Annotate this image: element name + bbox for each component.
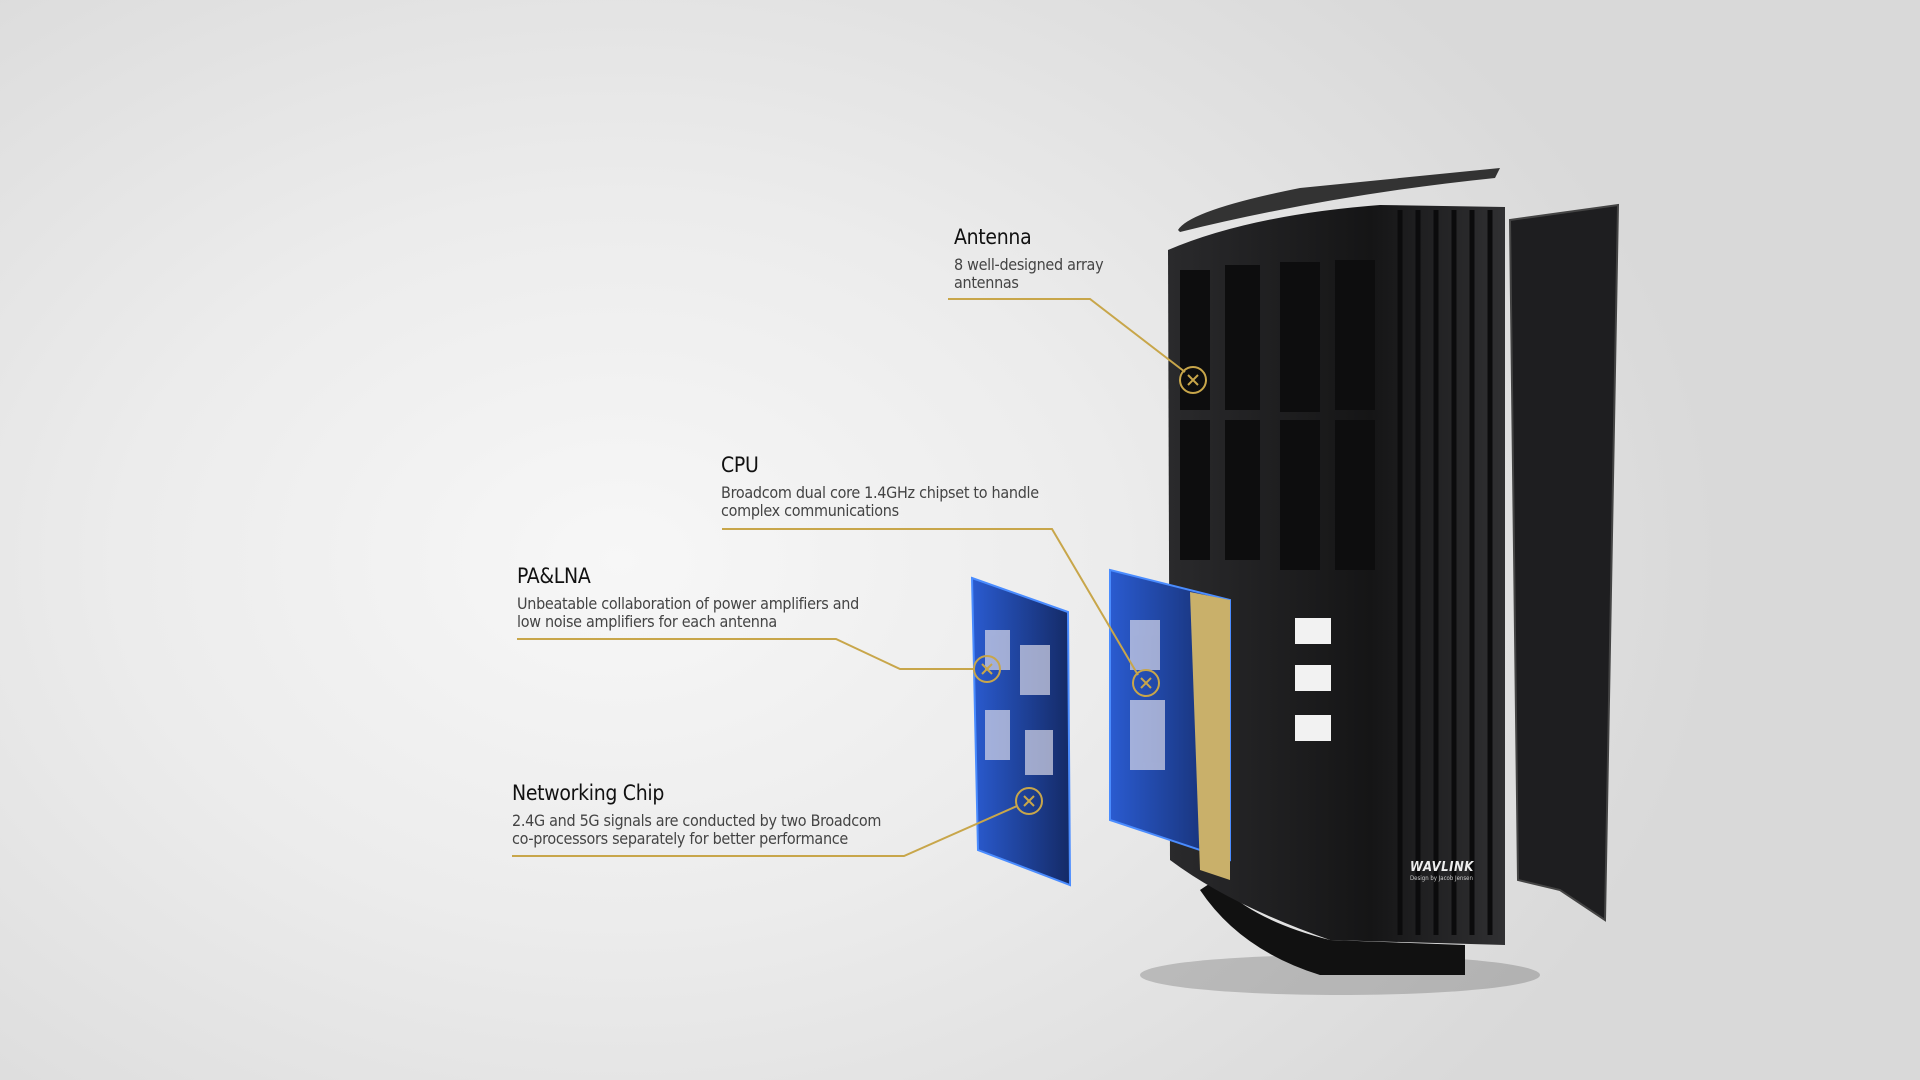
callout-pa-lna: PA&LNA Unbeatable collaboration of power… (517, 563, 859, 631)
chassis-openings (1295, 618, 1331, 741)
router-stand (1200, 880, 1465, 975)
brand-tagline: Design by Jacob Jensen (1410, 875, 1473, 882)
router-fins (1397, 210, 1493, 935)
brand-name: WAVLINK (1410, 860, 1474, 875)
target-x-icons (981, 374, 1199, 807)
callout-title: PA&LNA (517, 564, 591, 588)
router-lid (1178, 168, 1500, 232)
callout-cpu: CPU Broadcom dual core 1.4GHz chipset to… (721, 452, 1039, 520)
callout-networking-chip: Networking Chip 2.4G and 5G signals are … (512, 780, 881, 848)
callout-desc: Broadcom dual core 1.4GHz chipset to han… (721, 483, 1039, 502)
callout-desc: 2.4G and 5G signals are conducted by two… (512, 811, 882, 830)
heat-plate (1190, 592, 1230, 880)
callout-desc: Unbeatable collaboration of power amplif… (517, 594, 859, 613)
callout-title: CPU (721, 453, 759, 477)
antenna-slots (1180, 260, 1375, 570)
callout-desc: low noise amplifiers for each antenna (517, 612, 777, 631)
callout-desc: 8 well-designed array (954, 255, 1104, 274)
callout-desc: complex communications (721, 501, 899, 520)
callout-antenna: Antenna 8 well-designed array antennas (954, 224, 1104, 292)
callout-desc: antennas (954, 273, 1019, 292)
callout-title: Networking Chip (512, 781, 665, 805)
brand-logo: WAVLINK Design by Jacob Jensen (1410, 860, 1474, 882)
router-side-panel (1508, 203, 1620, 922)
callout-desc: co-processors separately for better perf… (512, 829, 848, 848)
callout-lines (512, 298, 1207, 857)
callout-title: Antenna (954, 225, 1032, 249)
board-chips (985, 620, 1165, 775)
